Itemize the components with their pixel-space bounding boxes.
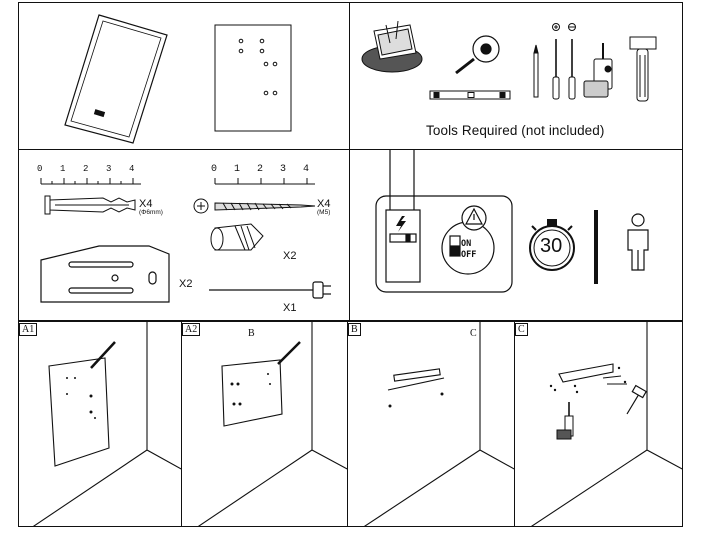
ruler-left-label-4: 4 [129,164,135,174]
cable-quantity: X1 [283,302,297,314]
drill-icon [583,43,613,98]
breaker-box-icon [375,150,513,293]
step-label-c: C [515,323,528,336]
tools-panel: Tools Required (not included) [349,2,683,150]
stopwatch-icon [529,219,575,271]
ruler-left-icon [40,178,141,185]
screw-cap-icon [210,223,264,251]
cap-quantity: X2 [283,250,297,262]
mirror-and-template-illustration [64,14,292,144]
contents-panel [18,2,350,150]
drilling-template-icon [214,24,292,132]
ruler-left-label-1: 1 [60,164,66,174]
toolbox-icon [361,20,423,73]
anchor-qty-text: X4 [139,198,153,210]
spirit-level-icon [429,90,511,100]
lightning-icon [396,216,406,232]
screw-quantity: X4(M5) [317,198,330,216]
divider-bar [594,210,598,284]
timer-value: 30 [540,235,563,257]
person-icon [627,213,649,271]
ruler-right-label-0: 0 [211,164,218,175]
anchor-spec-text: (Φ6mm) [139,209,163,216]
step-label-a1: A1 [19,323,38,336]
step-a2-panel: A2 B [181,321,348,527]
step-marker-c: C [470,328,477,339]
warning-icon [461,205,487,231]
drill-small-icon [556,402,574,440]
ruler-left-label-3: 3 [106,164,112,174]
bracket-quantity: X2 [179,278,193,290]
ruler-left-label-0: 0 [37,164,43,174]
screw-icon [193,198,316,214]
step-marker-b: B [248,328,255,339]
tape-measure-icon [455,35,500,75]
screwdriver-icon [552,23,576,100]
step-label-b: B [348,323,361,336]
switch-on-label: ON [461,239,472,249]
ruler-right-label-1: 1 [234,164,241,175]
step-b-panel: B C [347,321,515,527]
mirror-icon [64,14,168,144]
screw-spec-text: (M5) [317,209,331,216]
hammer-icon [629,36,657,102]
step-c-panel: C [514,321,683,527]
safety-panel: ON OFF 30 [349,149,683,321]
pencil-icon [533,44,539,98]
step-b-illustration [364,322,514,526]
step-c-illustration [531,322,682,526]
ruler-right-label-2: 2 [257,164,264,175]
tools-required-caption: Tools Required (not included) [426,123,605,138]
wall-anchor-icon [44,195,136,215]
ruler-left-label-2: 2 [83,164,89,174]
hardware-panel: 0 1 2 3 4 0 1 2 3 4 X4(Φ6mm) X4(M5) X2 X… [18,149,350,321]
safety-illustration [375,150,649,293]
mounting-bracket-icon [40,245,170,303]
step-a2-illustration [197,322,347,526]
tools-illustration [361,20,657,102]
ruler-right-label-4: 4 [303,164,310,175]
hammer-small-icon [626,384,648,415]
switch-off-label: OFF [461,250,477,260]
screw-qty-text: X4 [317,198,331,210]
power-cable-icon [209,281,331,299]
step-a1-panel: A1 [18,321,182,527]
step-a1-illustration [32,322,181,526]
anchor-quantity: X4(Φ6mm) [139,198,163,216]
ruler-right-label-3: 3 [280,164,287,175]
step-label-a2: A2 [182,323,201,336]
ruler-right-icon [214,178,315,185]
hardware-illustration [40,178,331,303]
